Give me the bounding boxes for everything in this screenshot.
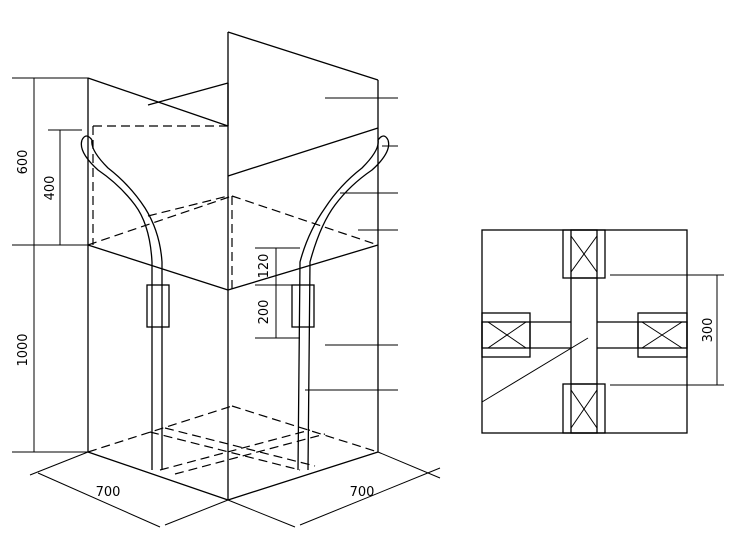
plan-view (481, 229, 724, 434)
label-dimension (255, 247, 300, 339)
right-lifting-loop (291, 135, 390, 471)
dim-label-700-right: 700 (350, 485, 375, 500)
bag-body (87, 195, 379, 501)
dim-label-300: 300 (701, 318, 716, 343)
leader-lines (305, 97, 398, 391)
top-skirt (87, 31, 379, 290)
dim-label-600: 600 (16, 150, 31, 175)
dim-label-200: 200 (257, 300, 272, 325)
base-straps (149, 427, 326, 475)
dim-label-700-left: 700 (96, 485, 121, 500)
left-lifting-loop (80, 135, 170, 470)
bottom-dimensions (29, 451, 441, 528)
dim-label-400: 400 (43, 176, 58, 201)
dim-label-120: 120 (257, 254, 272, 279)
dim-label-1000: 1000 (16, 333, 31, 366)
left-dimensions (12, 77, 88, 453)
